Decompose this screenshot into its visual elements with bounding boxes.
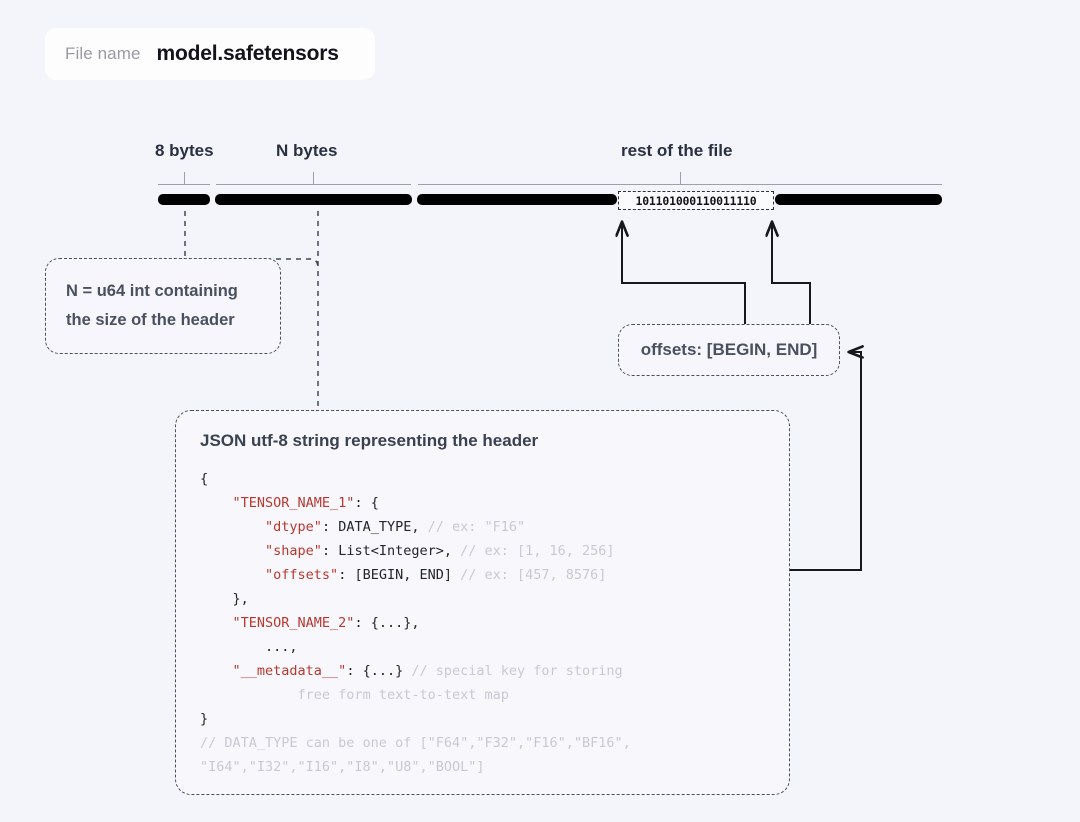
json-header-title: JSON utf-8 string representing the heade… [200,431,539,450]
code-token: : { [354,495,379,511]
ruler-label-rest-of-file: rest of the file [621,141,733,160]
code-line: "offsets": [BEGIN, END] // ex: [457, 857… [200,563,765,587]
code-token: { [200,471,209,487]
code-token: "shape" [265,543,322,559]
code-line: free form text-to-text map [200,683,765,707]
code-line: "TENSOR_NAME_1": { [200,491,765,515]
callout-n-line-2: the size of the header [66,311,235,329]
code-line: // DATA_TYPE can be one of ["F64","F32",… [200,731,765,755]
code-token: : {...}, [354,615,420,631]
code-token: "__metadata__" [232,663,347,679]
code-token: // special key for storing [411,663,623,679]
code-line: "I64","I32","I16","I8","U8","BOOL"] [200,755,765,779]
callout-offsets: offsets: [BEGIN, END] [618,324,840,376]
callout-n-line-1: N = u64 int containing [66,282,238,300]
ruler-tickmark-n-bytes [313,172,314,184]
ruler-tickmark-8-bytes [184,172,185,184]
ruler-label-8-bytes: 8 bytes [155,141,214,160]
file-name-value: model.safetensors [156,42,339,65]
code-token: : {...} [346,663,412,679]
ruler-tickline-rest-of-file [418,184,942,185]
dashed-connector-header-size [136,211,186,260]
code-token: "TENSOR_NAME_2" [232,615,355,631]
callout-offsets-text: offsets: [BEGIN, END] [640,340,818,359]
code-token: "offsets" [265,567,339,583]
code-token: }, [232,591,249,607]
code-token: // ex: [1, 16, 256] [460,543,615,559]
ruler-label-n-bytes: N bytes [276,141,338,160]
code-token: ..., [265,639,298,655]
code-token: // ex: "F16" [427,519,526,535]
binary-sample-text: 101101000110011110 [635,193,757,208]
callout-n-header-size: N = u64 int containing the size of the h… [45,258,281,354]
code-token: } [200,711,209,727]
code-token: : [BEGIN, END] [338,567,461,583]
code-line: "TENSOR_NAME_2": {...}, [200,611,765,635]
code-token: : DATA_TYPE, [321,519,428,535]
code-token: free form text-to-text map [265,687,509,703]
ruler-tickline-8-bytes [158,184,210,185]
file-name-label: File name [65,44,141,63]
json-header-code: { "TENSOR_NAME_1": { "dtype": DATA_TYPE,… [200,467,765,779]
json-header-box: JSON utf-8 string representing the heade… [175,410,790,795]
byte-bar-segment-data-left [417,194,617,205]
byte-bar-segment-header [215,194,412,205]
arrow-offsets-begin [622,222,746,324]
binary-sample-box: 101101000110011110 [618,191,774,210]
byte-bar-segment-data-right [775,194,942,205]
code-token: // ex: [457, 8576] [460,567,607,583]
code-line: }, [200,587,765,611]
code-token: "TENSOR_NAME_1" [232,495,355,511]
code-token: "dtype" [265,519,322,535]
code-line: "shape": List<Integer>, // ex: [1, 16, 2… [200,539,765,563]
code-line: { [200,467,765,491]
code-token: // DATA_TYPE can be one of ["F64","F32",… [200,735,631,751]
code-line: "dtype": DATA_TYPE, // ex: "F16" [200,515,765,539]
byte-bar-segment-header-size [158,194,210,205]
code-token: "I64","I32","I16","I8","U8","BOOL"] [200,759,485,775]
ruler-tickline-n-bytes [216,184,411,185]
ruler-tickmark-rest-of-file [680,172,681,184]
code-line: ..., [200,635,765,659]
code-line: } [200,707,765,731]
file-name-pill: File name model.safetensors [45,28,375,80]
code-line: "__metadata__": {...} // special key for… [200,659,765,683]
arrow-offsets-end [772,222,811,324]
code-token: : List<Integer>, [321,543,461,559]
